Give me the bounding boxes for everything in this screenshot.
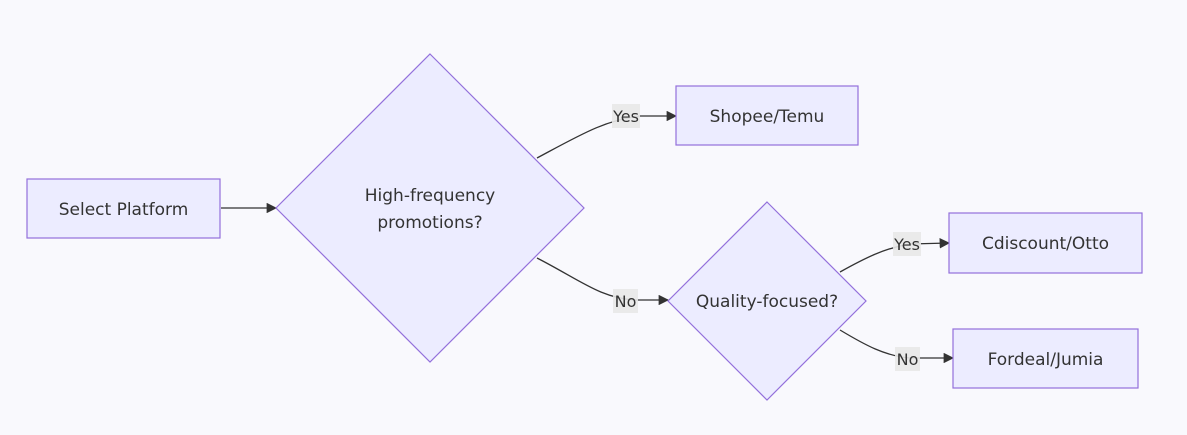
edge-label-qf-no: No bbox=[895, 347, 920, 371]
node-cdiscount-otto-label: Cdiscount/Otto bbox=[982, 234, 1109, 254]
edge-highfreq-yes-shopee bbox=[536, 110, 678, 159]
svg-text:No: No bbox=[897, 350, 919, 369]
node-fordeal-jumia[interactable]: Fordeal/Jumia bbox=[952, 328, 1139, 389]
node-shopee-temu[interactable]: Shopee/Temu bbox=[675, 85, 859, 146]
edge-label-hf-yes: Yes bbox=[612, 104, 640, 128]
svg-text:No: No bbox=[615, 292, 637, 311]
node-high-frequency-label-line2: promotions? bbox=[377, 213, 482, 233]
edge-label-hf-no: No bbox=[613, 289, 638, 313]
node-cdiscount-otto[interactable]: Cdiscount/Otto bbox=[948, 212, 1143, 274]
node-select-platform[interactable]: Select Platform bbox=[26, 178, 221, 239]
svg-text:Yes: Yes bbox=[893, 235, 920, 254]
node-fordeal-jumia-label: Fordeal/Jumia bbox=[988, 350, 1104, 370]
node-quality-focused[interactable]: Quality-focused? bbox=[667, 201, 867, 401]
edge-label-qf-yes: Yes bbox=[893, 232, 921, 256]
node-high-frequency-promotions[interactable]: High-frequency promotions? bbox=[275, 53, 585, 363]
svg-text:Yes: Yes bbox=[612, 107, 639, 126]
node-select-platform-label: Select Platform bbox=[59, 200, 189, 220]
edge-highfreq-no-quality bbox=[536, 257, 670, 306]
node-high-frequency-label-line1: High-frequency bbox=[365, 186, 495, 206]
node-quality-focused-label: Quality-focused? bbox=[696, 292, 838, 312]
node-shopee-temu-label: Shopee/Temu bbox=[710, 107, 825, 127]
